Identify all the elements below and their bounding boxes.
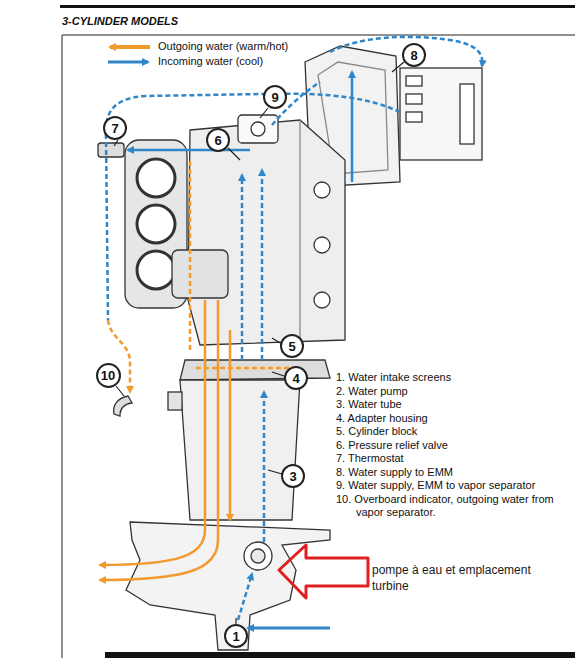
engine-parts-part — [168, 392, 182, 410]
incoming-water-flow-part — [106, 94, 400, 320]
page-rules-part — [62, 35, 575, 36]
engine-parts-part — [137, 159, 175, 197]
engine-parts-part — [314, 182, 330, 198]
engine-parts — [98, 46, 482, 650]
callout-circle: 7 — [103, 116, 127, 140]
callout-number: 6 — [214, 134, 221, 147]
incoming-water-flow-part — [261, 170, 264, 360]
leader-lines-part — [392, 62, 404, 72]
parts-list-item: 4. Adapter housing — [336, 412, 570, 426]
incoming-water-flow — [106, 37, 483, 628]
callout-number: 7 — [111, 122, 118, 135]
page-rules-part — [60, 5, 575, 8]
callout-number: 5 — [288, 340, 295, 353]
leader-lines — [114, 62, 404, 624]
parts-list-item: 10. Overboard indicator, outgoing water … — [336, 493, 570, 520]
callout-circle: 8 — [402, 43, 426, 67]
legend-samples-part — [110, 45, 150, 49]
incoming-water-flow-part — [263, 392, 266, 542]
page-rules-part — [62, 35, 63, 658]
callout-circle: 6 — [206, 128, 230, 152]
legend-text: Incoming water (cool) — [158, 55, 263, 67]
engine-parts-part — [400, 68, 482, 160]
engine-parts-part — [406, 76, 422, 86]
engine-parts-part — [188, 120, 345, 345]
outgoing-water-flow-part — [189, 160, 192, 350]
page-rules-part — [105, 652, 575, 658]
leader-lines-part — [272, 372, 284, 376]
legend-samples — [108, 47, 150, 62]
callout-circle: 10 — [96, 363, 121, 388]
engine-parts-part — [114, 396, 132, 416]
callout-circle: 4 — [284, 366, 308, 390]
leader-lines-part — [116, 386, 124, 396]
engine-parts-part — [126, 522, 330, 650]
callout-number: 1 — [232, 630, 239, 643]
callout-number: 10 — [101, 369, 115, 382]
legend-samples-part — [108, 61, 148, 64]
incoming-water-flow-part — [351, 72, 354, 182]
incoming-water-flow-part — [330, 37, 482, 66]
engine-parts-part — [314, 292, 330, 308]
engine-parts-part — [137, 251, 175, 289]
callout-circle: 9 — [263, 85, 287, 109]
engine-parts-part — [98, 143, 124, 157]
leader-lines-part — [268, 470, 282, 474]
page-title: 3-CYLINDER MODELS — [62, 15, 178, 27]
callout-number: 8 — [410, 49, 417, 62]
outgoing-water-flow-part — [229, 330, 232, 520]
engine-parts-part — [180, 380, 300, 520]
incoming-water-flow-part — [238, 574, 252, 620]
engine-parts-part — [251, 549, 265, 563]
engine-parts-part — [460, 84, 474, 144]
engine-parts-part — [251, 122, 265, 136]
legend-text: Outgoing water (warm/hot) — [158, 40, 288, 52]
parts-list-item: 8. Water supply to EMM — [336, 466, 570, 480]
parts-list-item: 5. Cylinder block — [336, 425, 570, 439]
callout-number: 4 — [292, 372, 299, 385]
engine-parts-part — [172, 250, 228, 298]
parts-list-item: 3. Water tube — [336, 398, 570, 412]
outgoing-water-flow — [100, 160, 300, 580]
engine-parts-part — [406, 94, 422, 104]
engine-parts-part — [406, 112, 422, 122]
pointer-arrow — [279, 545, 368, 598]
pointer-arrow-part — [279, 545, 368, 598]
incoming-water-flow-part — [248, 627, 330, 630]
engine-parts-part — [244, 542, 272, 570]
engine-parts-part — [299, 120, 300, 342]
leader-lines-part — [260, 108, 268, 118]
callout-circle: 3 — [281, 464, 305, 488]
callout-number: 9 — [271, 91, 278, 104]
parts-list-item: 7. Thermostat — [336, 452, 570, 466]
parts-list-item: 9. Water supply, EMM to vapor separator — [336, 479, 570, 493]
engine-parts-part — [137, 205, 175, 243]
leader-lines-part — [114, 140, 118, 146]
engine-parts-part — [238, 115, 278, 143]
incoming-water-flow-part — [241, 175, 244, 360]
parts-list-item: 2. Water pump — [336, 385, 570, 399]
parts-list-item: 6. Pressure relief valve — [336, 439, 570, 453]
parts-list: 1. Water intake screens2. Water pump3. W… — [336, 371, 570, 520]
parts-list-item: 1. Water intake screens — [336, 371, 570, 385]
callout-circle: 5 — [280, 334, 304, 358]
outgoing-water-flow-part — [100, 300, 218, 580]
page-rules — [60, 5, 575, 658]
outgoing-water-flow-part — [196, 367, 300, 370]
callout-circle: 1 — [224, 624, 248, 648]
leader-lines-part — [228, 148, 240, 160]
callout-number: 3 — [289, 470, 296, 483]
annotation-note: pompe à eau et emplacement turbine — [372, 562, 568, 594]
engine-parts-part — [314, 237, 330, 253]
